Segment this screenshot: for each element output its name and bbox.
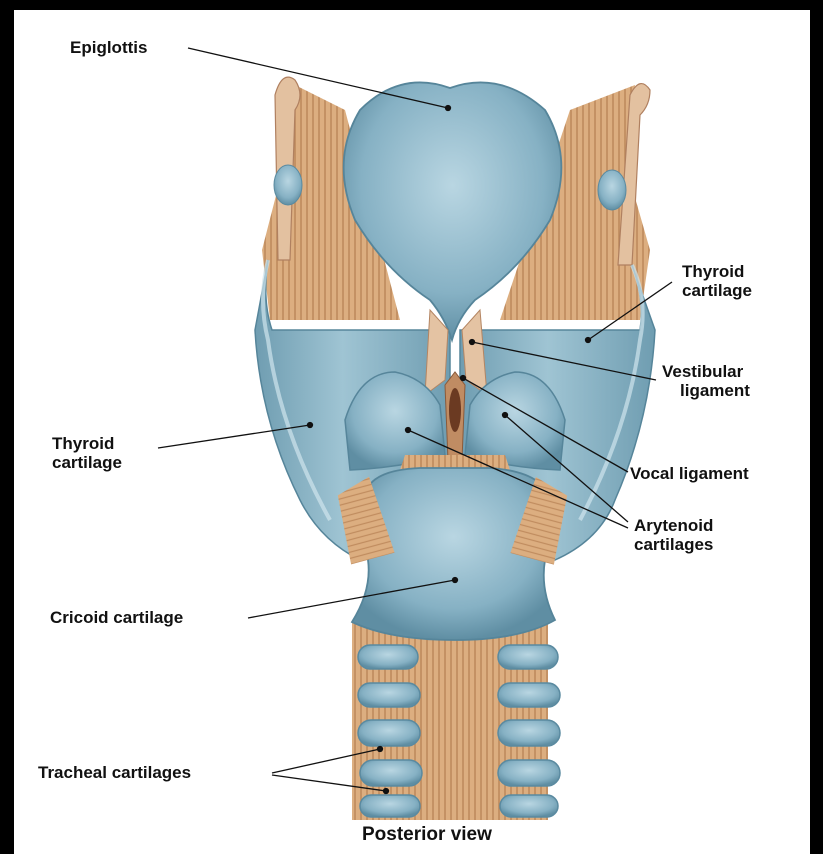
label-tracheal-cartilages: Tracheal cartilages bbox=[38, 763, 191, 782]
label-thyroid-cartilage-right: Thyroid cartilage bbox=[682, 262, 752, 300]
label-thyroid-cartilage-left: Thyroid cartilage bbox=[52, 434, 122, 472]
label-arytenoid-cartilages: Arytenoid cartilages bbox=[634, 516, 713, 554]
label-arytenoid-line2: cartilages bbox=[634, 535, 713, 554]
label-vocal-ligament: Vocal ligament bbox=[630, 464, 749, 483]
label-vestibular-ligament: Vestibular ligament bbox=[662, 362, 750, 400]
triticeal-right bbox=[598, 170, 626, 210]
figure-caption: Posterior view bbox=[362, 824, 492, 846]
label-arytenoid-line1: Arytenoid bbox=[634, 516, 713, 535]
label-vestibular-line2: ligament bbox=[662, 381, 750, 400]
label-cricoid-cartilage: Cricoid cartilage bbox=[50, 608, 183, 627]
label-epiglottis: Epiglottis bbox=[70, 38, 147, 57]
triticeal-left bbox=[274, 165, 302, 205]
label-thyroid-left-line2: cartilage bbox=[52, 453, 122, 472]
label-thyroid-left-line1: Thyroid bbox=[52, 434, 122, 453]
label-thyroid-right-line2: cartilage bbox=[682, 281, 752, 300]
label-thyroid-right-line1: Thyroid bbox=[682, 262, 752, 281]
label-vestibular-line1: Vestibular bbox=[662, 362, 750, 381]
glottis-opening bbox=[449, 388, 461, 432]
